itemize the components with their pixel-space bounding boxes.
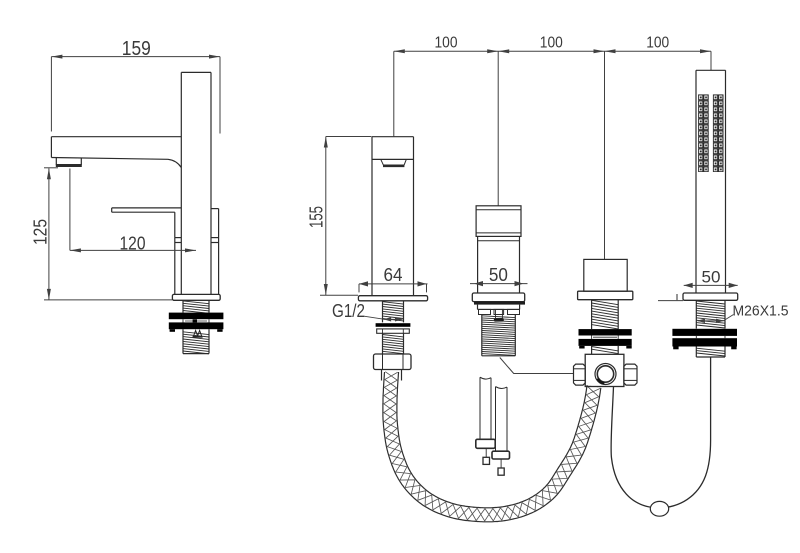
svg-text:50: 50 bbox=[489, 265, 508, 285]
svg-text:64: 64 bbox=[384, 265, 403, 285]
svg-text:100: 100 bbox=[540, 34, 563, 51]
svg-text:100: 100 bbox=[435, 34, 458, 51]
svg-text:100: 100 bbox=[646, 34, 669, 51]
svg-text:125: 125 bbox=[31, 219, 51, 245]
svg-text:50: 50 bbox=[702, 268, 721, 287]
svg-text:M26X1.5: M26X1.5 bbox=[733, 304, 789, 320]
svg-text:155: 155 bbox=[306, 206, 326, 228]
svg-text:G1/2: G1/2 bbox=[332, 301, 365, 321]
svg-text:159: 159 bbox=[122, 38, 151, 60]
svg-text:120: 120 bbox=[120, 233, 146, 253]
